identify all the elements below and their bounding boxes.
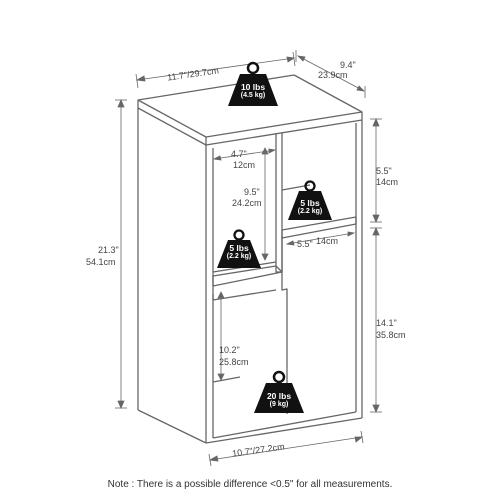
weight-top-lbs: 10 lbs bbox=[240, 82, 266, 92]
left-shelf bbox=[212, 265, 283, 287]
weight-bottom-lbs: 20 lbs bbox=[266, 391, 292, 401]
weight-top-kg: (4.5 kg) bbox=[240, 92, 266, 99]
lower-right-height-inch-label: 14.1" bbox=[376, 318, 397, 328]
measurement-note: Note : There is a possible difference <0… bbox=[107, 479, 393, 490]
right-shelf bbox=[281, 216, 357, 239]
top-right-height-cm-label: 14cm bbox=[376, 177, 399, 187]
top-left-height-inch-label: 9.5" bbox=[244, 187, 260, 197]
top-left-width-cm-label: 12cm bbox=[233, 160, 256, 170]
weight-left-shelf-kg: (2.2 kg) bbox=[226, 253, 252, 260]
top-left-width-inch-label: 4.7" bbox=[231, 149, 247, 159]
weight-icon-top bbox=[228, 61, 278, 106]
bottom-left-edge bbox=[137, 409, 207, 444]
right-shelf-width-inch-label: 5.5" bbox=[297, 239, 313, 249]
height-cm-label: 54.1cm bbox=[86, 257, 116, 267]
lower-right-height-cm-label: 35.8cm bbox=[376, 330, 406, 340]
bottom-floor bbox=[212, 376, 241, 383]
upper-divider bbox=[275, 133, 283, 273]
weight-right-shelf-lbs: 5 lbs bbox=[300, 198, 320, 208]
weight-icon-bottom bbox=[254, 370, 304, 413]
bottom-front-edge bbox=[205, 417, 363, 444]
lower-left-height-inch-label: 10.2" bbox=[219, 345, 240, 355]
depth-inch-label: 9.4" bbox=[340, 60, 356, 70]
depth-cm-label: 23.9cm bbox=[318, 70, 348, 80]
top-left-height-cm-label: 24.2cm bbox=[232, 198, 262, 208]
lower-divider bbox=[281, 236, 288, 414]
right-shelf-width-cm-label: 14cm bbox=[316, 236, 339, 246]
top-front-edge bbox=[137, 100, 363, 146]
weight-left-shelf-lbs: 5 lbs bbox=[229, 243, 249, 253]
lower-left-height-cm-label: 25.8cm bbox=[219, 357, 249, 367]
top-right-height-inch-label: 5.5" bbox=[376, 166, 392, 176]
weight-bottom-kg: (9 kg) bbox=[269, 401, 289, 408]
weight-icon-left-shelf bbox=[217, 229, 261, 268]
weight-icon-right-shelf bbox=[288, 180, 332, 220]
height-inch-label: 21.3" bbox=[98, 245, 119, 255]
weight-right-shelf-kg: (2.2 kg) bbox=[297, 208, 323, 215]
